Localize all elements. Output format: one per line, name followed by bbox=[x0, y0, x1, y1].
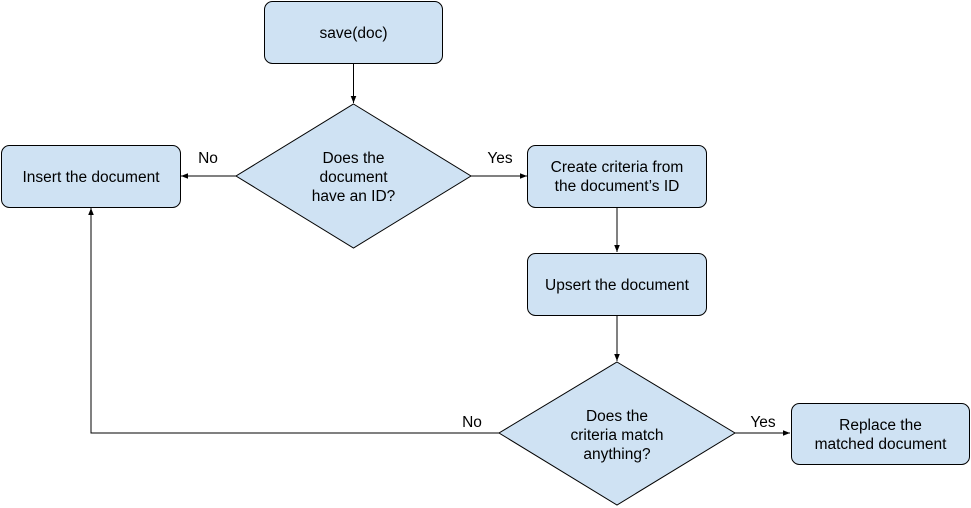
node-criteria-match-decision: Does the criteria match anything? bbox=[498, 361, 736, 506]
node-create-criteria-line-2: the document’s ID bbox=[555, 178, 680, 195]
node-insert-document-label: Insert the document bbox=[23, 169, 161, 186]
edge-label-match-no: No bbox=[462, 414, 482, 431]
node-replace-document-line-1: Replace the bbox=[839, 417, 922, 434]
edge-match-no bbox=[88, 208, 499, 434]
node-save-doc: save(doc) bbox=[264, 1, 443, 64]
node-criteria-match-line-1: Does the bbox=[586, 408, 648, 425]
node-create-criteria-line-1: Create criteria from bbox=[551, 159, 684, 176]
node-save-doc-label: save(doc) bbox=[319, 25, 387, 42]
node-has-id-decision: Does the document have an ID? bbox=[235, 103, 472, 249]
edge-label-has-id-yes: Yes bbox=[487, 150, 513, 167]
node-replace-document-line-2: matched document bbox=[815, 436, 948, 453]
node-upsert-document-label: Upsert the document bbox=[545, 277, 690, 294]
edge-label-match-yes: Yes bbox=[750, 414, 776, 431]
node-criteria-match-line-3: anything? bbox=[583, 446, 651, 463]
node-has-id-line-1: Does the bbox=[322, 150, 384, 167]
node-create-criteria: Create criteria from the document’s ID bbox=[527, 145, 707, 208]
node-has-id-line-3: have an ID? bbox=[312, 188, 396, 205]
edge-label-has-id-no: No bbox=[198, 150, 218, 167]
node-insert-document: Insert the document bbox=[1, 145, 181, 208]
node-upsert-document: Upsert the document bbox=[527, 253, 707, 316]
node-has-id-line-2: document bbox=[319, 169, 388, 186]
node-criteria-match-line-2: criteria match bbox=[570, 427, 663, 444]
node-replace-document: Replace the matched document bbox=[791, 403, 970, 465]
